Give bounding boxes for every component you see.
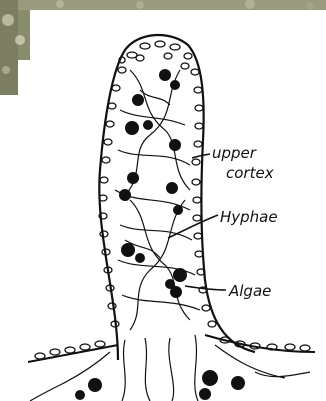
- lichen-photo-background: [0, 0, 326, 95]
- label-cortex: cortex: [226, 164, 274, 182]
- label-upper: upper: [212, 144, 257, 162]
- label-hyphae: Hyphae: [220, 208, 278, 226]
- label-algae: Algae: [228, 282, 271, 300]
- upper-cortex-leader: [192, 154, 210, 158]
- hyphae-network: [30, 70, 310, 401]
- substrate-line: [28, 335, 315, 362]
